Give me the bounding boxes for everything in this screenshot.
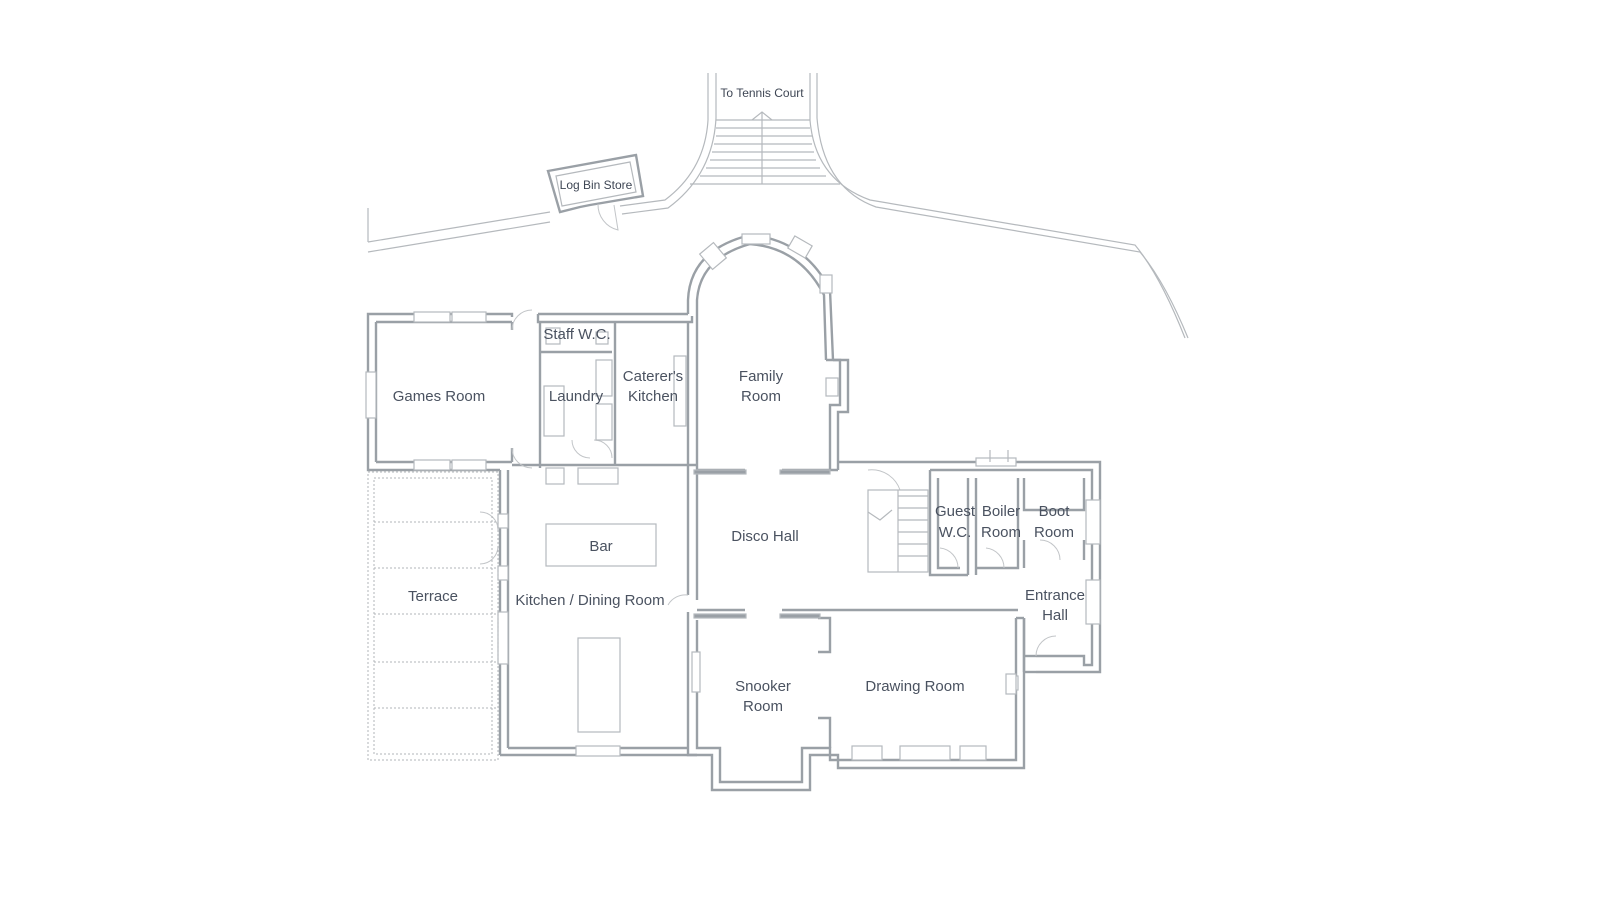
label-caterers-kitchen-line1: Caterer's bbox=[623, 368, 683, 385]
label-entrance-hall-line1: Entrance bbox=[1025, 587, 1085, 604]
label-entrance-hall-line2: Hall bbox=[1042, 607, 1068, 624]
label-caterers-kitchen-line2: Kitchen bbox=[628, 388, 678, 405]
outdoor-paths bbox=[367, 73, 1189, 339]
label-log-bin-store: Log Bin Store bbox=[560, 178, 633, 192]
label-games-room: Games Room bbox=[393, 388, 486, 405]
label-tennis-court: To Tennis Court bbox=[720, 86, 804, 100]
label-boiler-room-line1: Boiler bbox=[982, 503, 1020, 520]
label-bar: Bar bbox=[589, 538, 612, 555]
label-family-room-line1: Family bbox=[739, 368, 784, 385]
label-snooker-room-line2: Room bbox=[743, 698, 783, 715]
staircase bbox=[867, 489, 929, 573]
windows bbox=[365, 233, 1101, 761]
terrace-structure bbox=[367, 471, 499, 761]
label-guest-wc-line1: Guest bbox=[935, 503, 976, 520]
label-drawing-room: Drawing Room bbox=[865, 678, 964, 695]
label-family-room-line2: Room bbox=[741, 388, 781, 405]
label-boot-room-line2: Room bbox=[1034, 524, 1074, 541]
log-bin-store-structure bbox=[546, 153, 645, 231]
label-laundry: Laundry bbox=[549, 388, 604, 405]
steps bbox=[690, 111, 840, 185]
fixtures bbox=[543, 327, 1017, 733]
doors bbox=[479, 309, 1061, 657]
label-boiler-room-line2: Room bbox=[981, 524, 1021, 541]
label-boot-room-line1: Boot bbox=[1039, 503, 1071, 520]
label-disco-hall: Disco Hall bbox=[731, 528, 799, 545]
label-guest-wc-line2: W.C. bbox=[939, 524, 972, 541]
label-kitchen-dining: Kitchen / Dining Room bbox=[515, 592, 664, 609]
label-staff-wc: Staff W.C. bbox=[543, 326, 610, 343]
label-snooker-room-line1: Snooker bbox=[735, 678, 791, 695]
label-terrace: Terrace bbox=[408, 588, 458, 605]
